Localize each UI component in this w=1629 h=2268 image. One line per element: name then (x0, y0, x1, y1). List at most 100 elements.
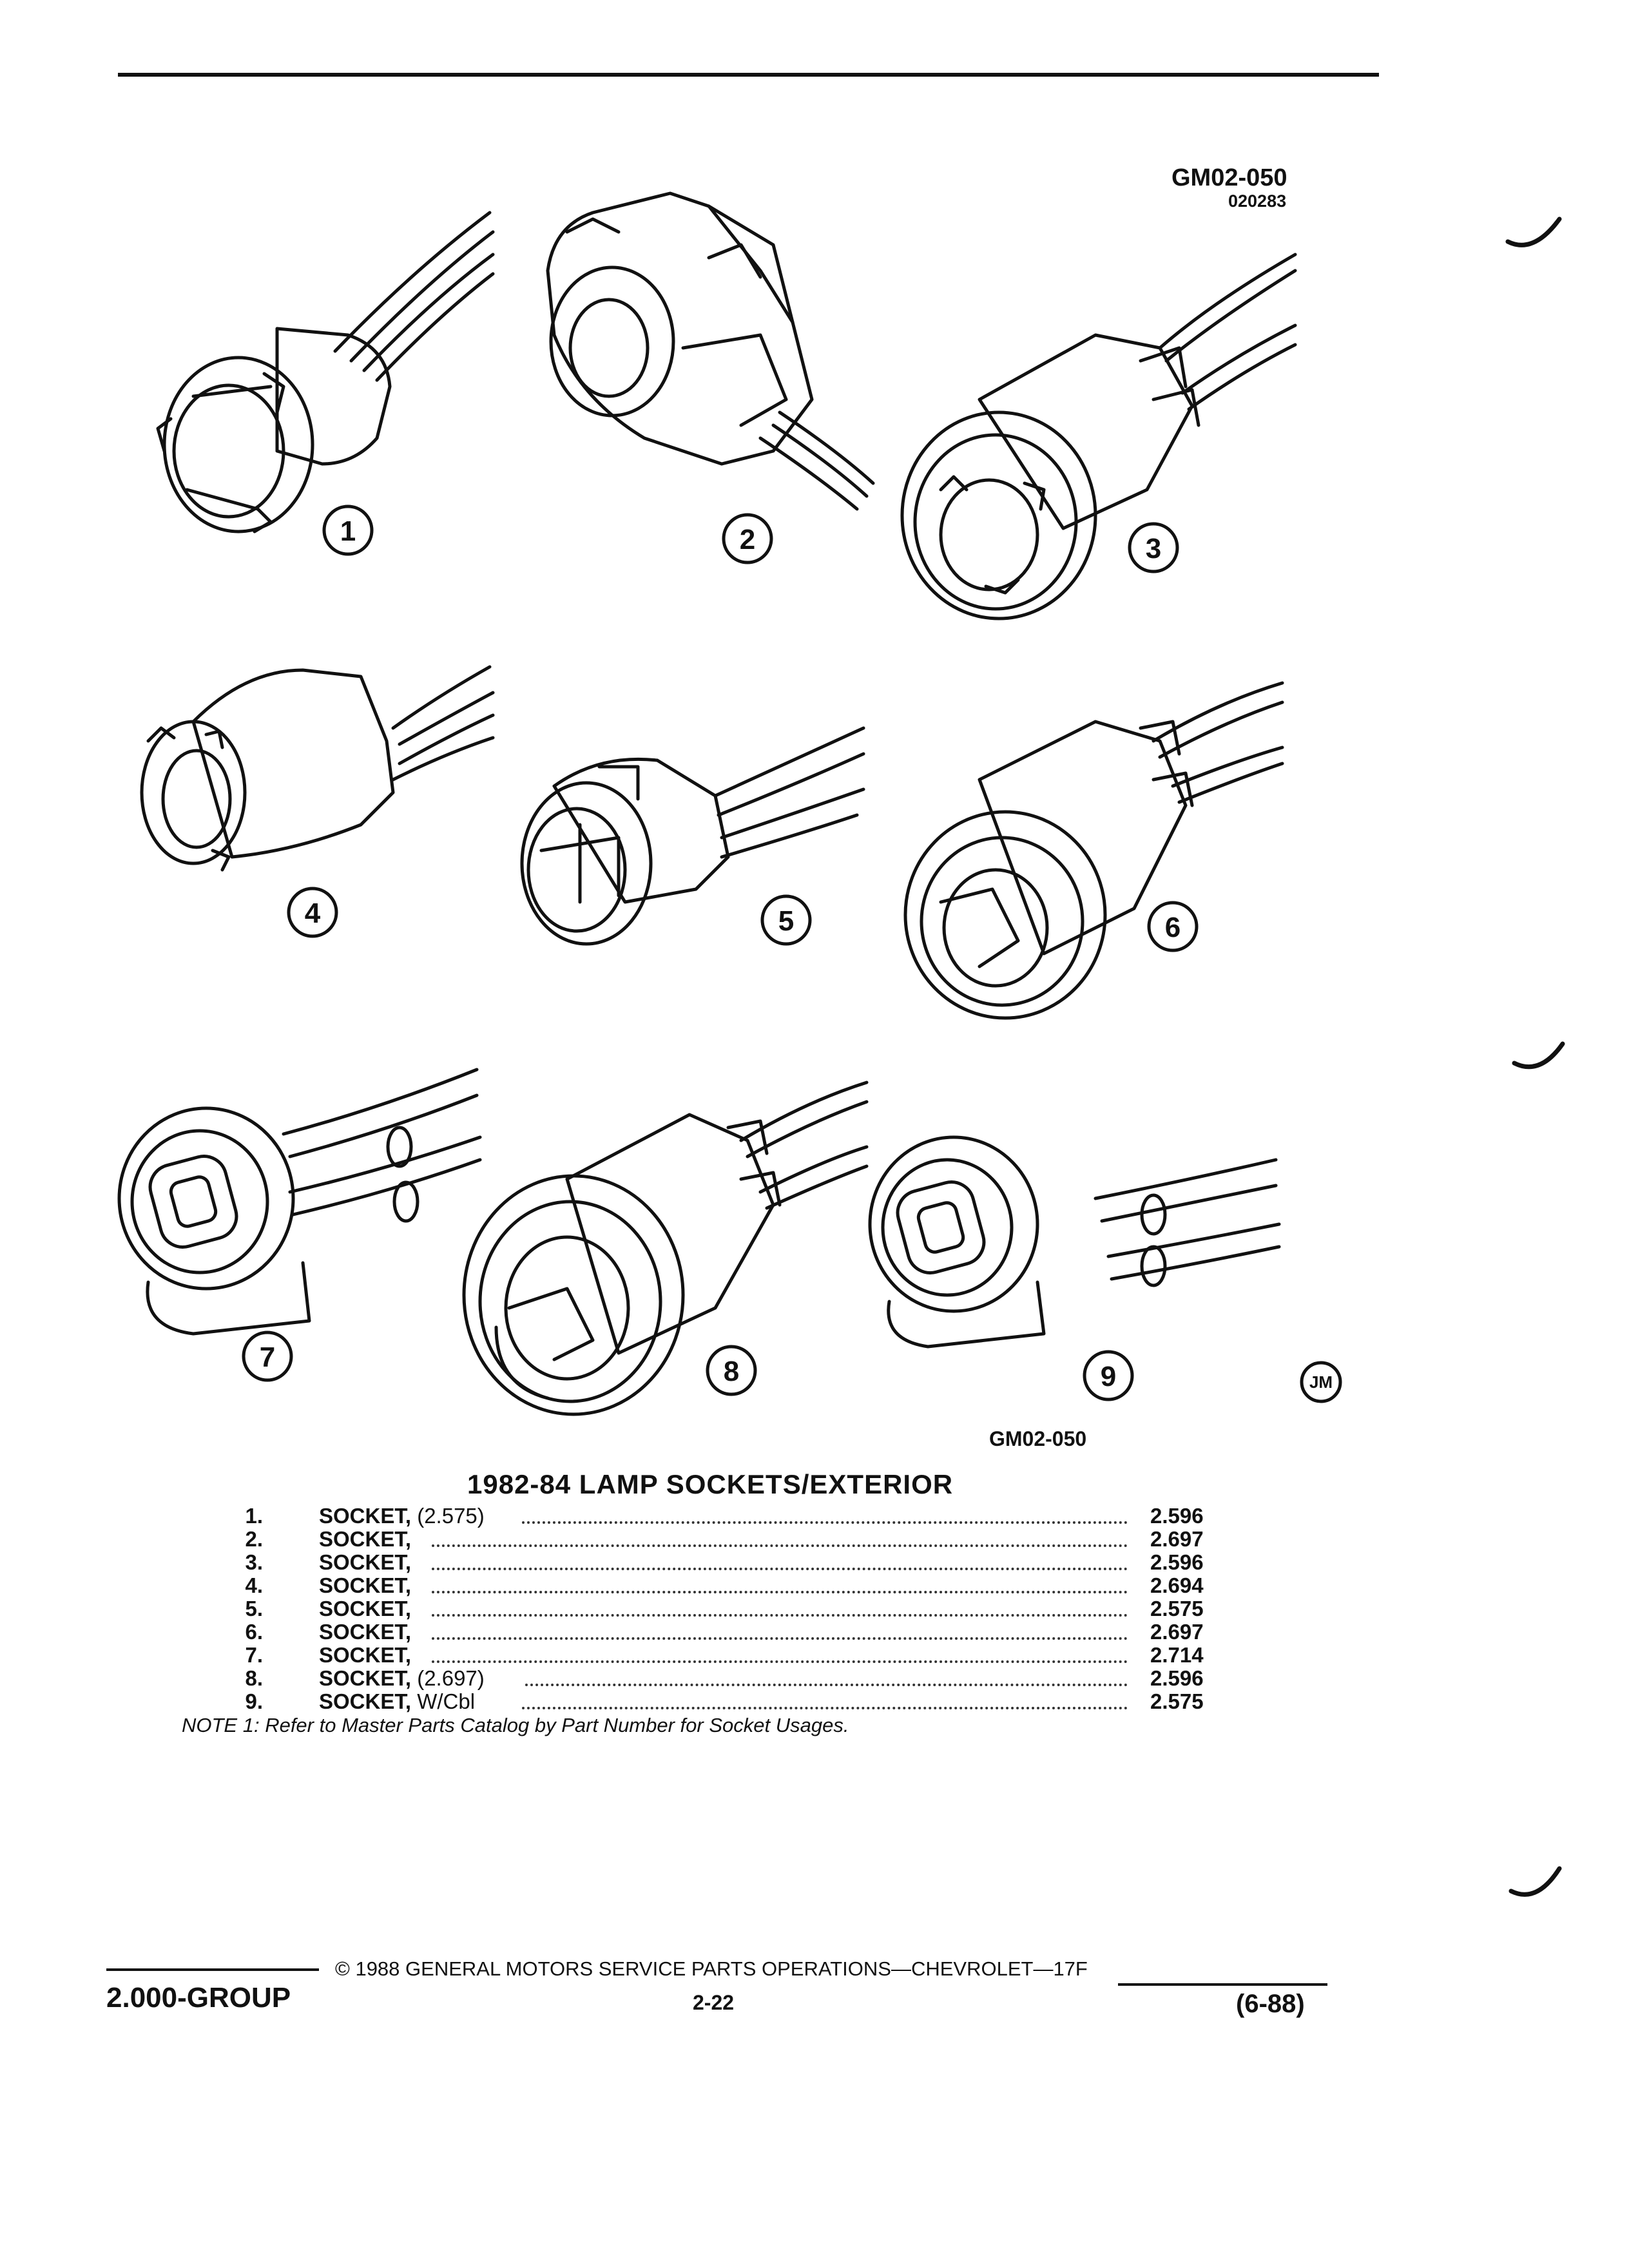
part-name-text: SOCKET, (319, 1504, 412, 1528)
top-rule (118, 73, 1379, 77)
part-row-5: 5. SOCKET, 2.575 (174, 1597, 1231, 1620)
artist-mark-circle (1300, 1361, 1342, 1403)
part-number: 1. (245, 1504, 263, 1528)
part-name-text: SOCKET, (319, 1597, 412, 1620)
part-name-text: SOCKET, (319, 1573, 412, 1597)
part-name-text: SOCKET, (319, 1620, 412, 1644)
part-name: SOCKET, (319, 1597, 411, 1620)
parts-list: 1. SOCKET, (2.575) 2.596 2. SOCKET, 2.69… (174, 1504, 1231, 1713)
footer-rule-right (1118, 1983, 1327, 1986)
part-value: 2.596 (1150, 1504, 1204, 1528)
callout-7: 7 (259, 1341, 276, 1373)
part-spec: (2.697) (417, 1666, 485, 1690)
callout-8-circle (706, 1345, 757, 1396)
dot-leader (432, 1574, 1128, 1593)
dot-leader (432, 1644, 1128, 1663)
footer-date: (6-88) (1236, 1990, 1305, 2018)
part-value: 2.697 (1150, 1527, 1204, 1551)
part-row-8: 8. SOCKET, (2.697) 2.596 (174, 1667, 1231, 1690)
callout-7-circle (242, 1331, 293, 1382)
callout-9: 9 (1100, 1361, 1117, 1392)
part-name: SOCKET, (319, 1574, 411, 1597)
dot-leader (522, 1690, 1128, 1709)
socket-1-drawing (156, 211, 495, 533)
socket-9-drawing (868, 1135, 1281, 1349)
socket-5-drawing (520, 726, 865, 946)
part-spec: (2.575) (417, 1504, 485, 1528)
socket-4-drawing (140, 665, 495, 872)
callout-8: 8 (723, 1356, 740, 1387)
part-row-6: 6. SOCKET, 2.697 (174, 1620, 1231, 1644)
dot-leader (525, 1667, 1128, 1686)
callout-2-circle (722, 513, 773, 564)
part-name: SOCKET, (319, 1528, 411, 1551)
part-name-text: SOCKET, (319, 1666, 412, 1690)
part-number: 5. (245, 1597, 263, 1620)
part-spec: W/Cbl (417, 1689, 476, 1713)
footer-rule-left (106, 1968, 319, 1971)
part-name-text: SOCKET, (319, 1550, 412, 1574)
part-number: 3. (245, 1550, 263, 1574)
socket-7-drawing (117, 1068, 482, 1336)
page-title: 1982-84 LAMP SOCKETS/EXTERIOR (467, 1469, 954, 1499)
figure-code-bottom: GM02-050 (989, 1427, 1087, 1450)
callout-4: 4 (304, 898, 321, 929)
part-name-text: SOCKET, (319, 1527, 412, 1551)
callout-9-circle (1083, 1350, 1134, 1401)
callout-6-circle (1147, 901, 1199, 952)
callout-1: 1 (340, 515, 356, 547)
dot-leader (432, 1620, 1128, 1640)
part-name-text: SOCKET, (319, 1689, 412, 1713)
callout-2: 2 (739, 524, 756, 555)
part-value: 2.697 (1150, 1620, 1204, 1644)
part-value: 2.596 (1150, 1550, 1204, 1574)
part-name: SOCKET, (319, 1620, 411, 1644)
part-row-4: 4. SOCKET, 2.694 (174, 1574, 1231, 1597)
part-value: 2.714 (1150, 1643, 1204, 1667)
part-value: 2.694 (1150, 1573, 1204, 1597)
callout-5: 5 (778, 905, 795, 937)
part-name: SOCKET, (2.697) (319, 1667, 485, 1690)
callout-5-circle (760, 894, 812, 946)
artist-mark: JM (1309, 1372, 1333, 1392)
part-number: 7. (245, 1643, 263, 1667)
part-name: SOCKET, (319, 1551, 411, 1574)
part-number: 8. (245, 1666, 263, 1690)
footer-copyright: © 1988 GENERAL MOTORS SERVICE PARTS OPER… (335, 1957, 1088, 1980)
part-name: SOCKET, (2.575) (319, 1504, 485, 1528)
figure-code-top: GM02-050 (1171, 164, 1287, 191)
part-name: SOCKET, (319, 1644, 411, 1667)
part-name-text: SOCKET, (319, 1643, 412, 1667)
part-row-1: 1. SOCKET, (2.575) 2.596 (174, 1504, 1231, 1528)
socket-6-drawing (903, 681, 1284, 1020)
socket-2-drawing (546, 191, 875, 511)
part-value: 2.575 (1150, 1597, 1204, 1620)
dot-leader (432, 1551, 1128, 1570)
footnote: NOTE 1: Refer to Master Parts Catalog by… (182, 1714, 849, 1736)
socket-8-drawing (462, 1081, 869, 1416)
callout-6: 6 (1164, 912, 1181, 943)
part-row-9: 9. SOCKET, W/Cbl 2.575 (174, 1690, 1231, 1713)
callout-1-circle (322, 505, 374, 556)
part-number: 2. (245, 1527, 263, 1551)
part-name: SOCKET, W/Cbl (319, 1690, 475, 1713)
callout-3-circle (1128, 522, 1179, 573)
dot-leader (432, 1528, 1128, 1547)
part-row-3: 3. SOCKET, 2.596 (174, 1551, 1231, 1574)
callout-3: 3 (1145, 533, 1162, 564)
part-number: 4. (245, 1573, 263, 1597)
part-value: 2.575 (1150, 1689, 1204, 1713)
part-value: 2.596 (1150, 1666, 1204, 1690)
part-number: 6. (245, 1620, 263, 1644)
socket-3-drawing (900, 253, 1297, 620)
dot-leader (432, 1597, 1128, 1617)
part-number: 9. (245, 1689, 263, 1713)
footer-group: 2.000-GROUP (106, 1982, 291, 2013)
footer-page-number: 2-22 (693, 1991, 735, 2014)
figure-code-sub: 020283 (1228, 191, 1287, 211)
part-row-7: 7. SOCKET, 2.714 (174, 1644, 1231, 1667)
dot-leader (522, 1504, 1128, 1524)
part-row-2: 2. SOCKET, 2.697 (174, 1528, 1231, 1551)
callout-4-circle (287, 887, 338, 938)
